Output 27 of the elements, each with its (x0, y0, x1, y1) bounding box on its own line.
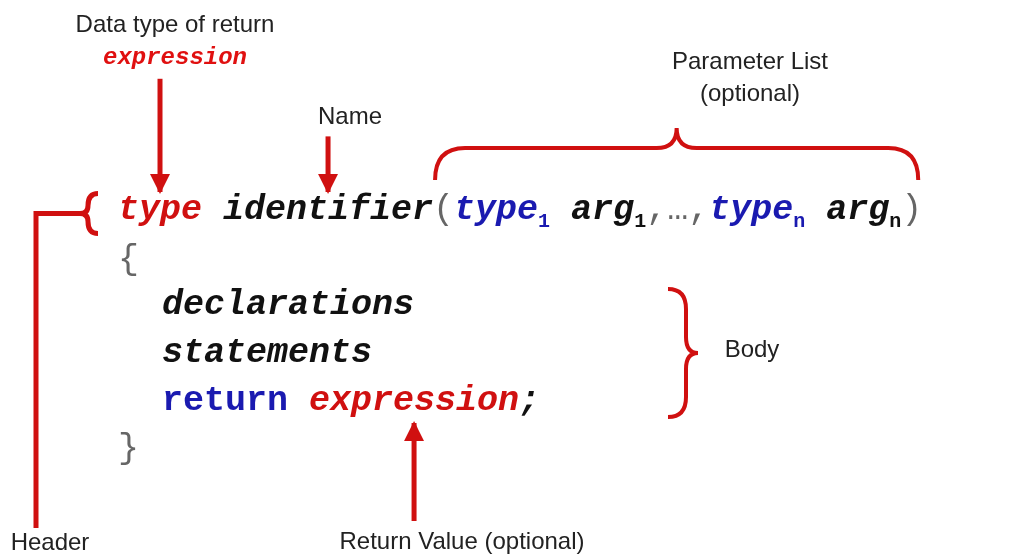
code-token: statements (162, 333, 373, 373)
annotation-label: Data type of return expression (40, 8, 310, 75)
annotation-label: Return Value (optional) (282, 525, 642, 558)
bracket (77, 191, 99, 236)
leader-line (33, 211, 80, 528)
arrow (318, 136, 339, 194)
code-token: ( (433, 190, 455, 230)
code-token: type$_{1}$ (454, 190, 551, 233)
code-token: { (118, 240, 139, 280)
code-token: expression (309, 381, 520, 421)
code-token: declarations (162, 285, 415, 325)
code-token: ,…, (646, 190, 710, 230)
arrow (404, 421, 425, 521)
code-token: return (162, 381, 289, 421)
arrow (150, 78, 170, 194)
code-token: type (118, 190, 202, 230)
annotation-label: Header (0, 526, 100, 559)
annotation-label: Name (290, 100, 410, 133)
annotation-label: Body (723, 334, 781, 364)
code-token: } (118, 429, 139, 469)
code-token: identifier (223, 190, 434, 230)
code-token: type$_{n}$ (709, 190, 806, 233)
code-token: arg$_{n}$ (826, 190, 902, 233)
code-token: ) (901, 190, 923, 230)
code-token: arg$_{1}$ (571, 190, 647, 233)
code-token: ; (519, 381, 541, 421)
annotation-label: Parameter List (optional) (670, 46, 830, 109)
